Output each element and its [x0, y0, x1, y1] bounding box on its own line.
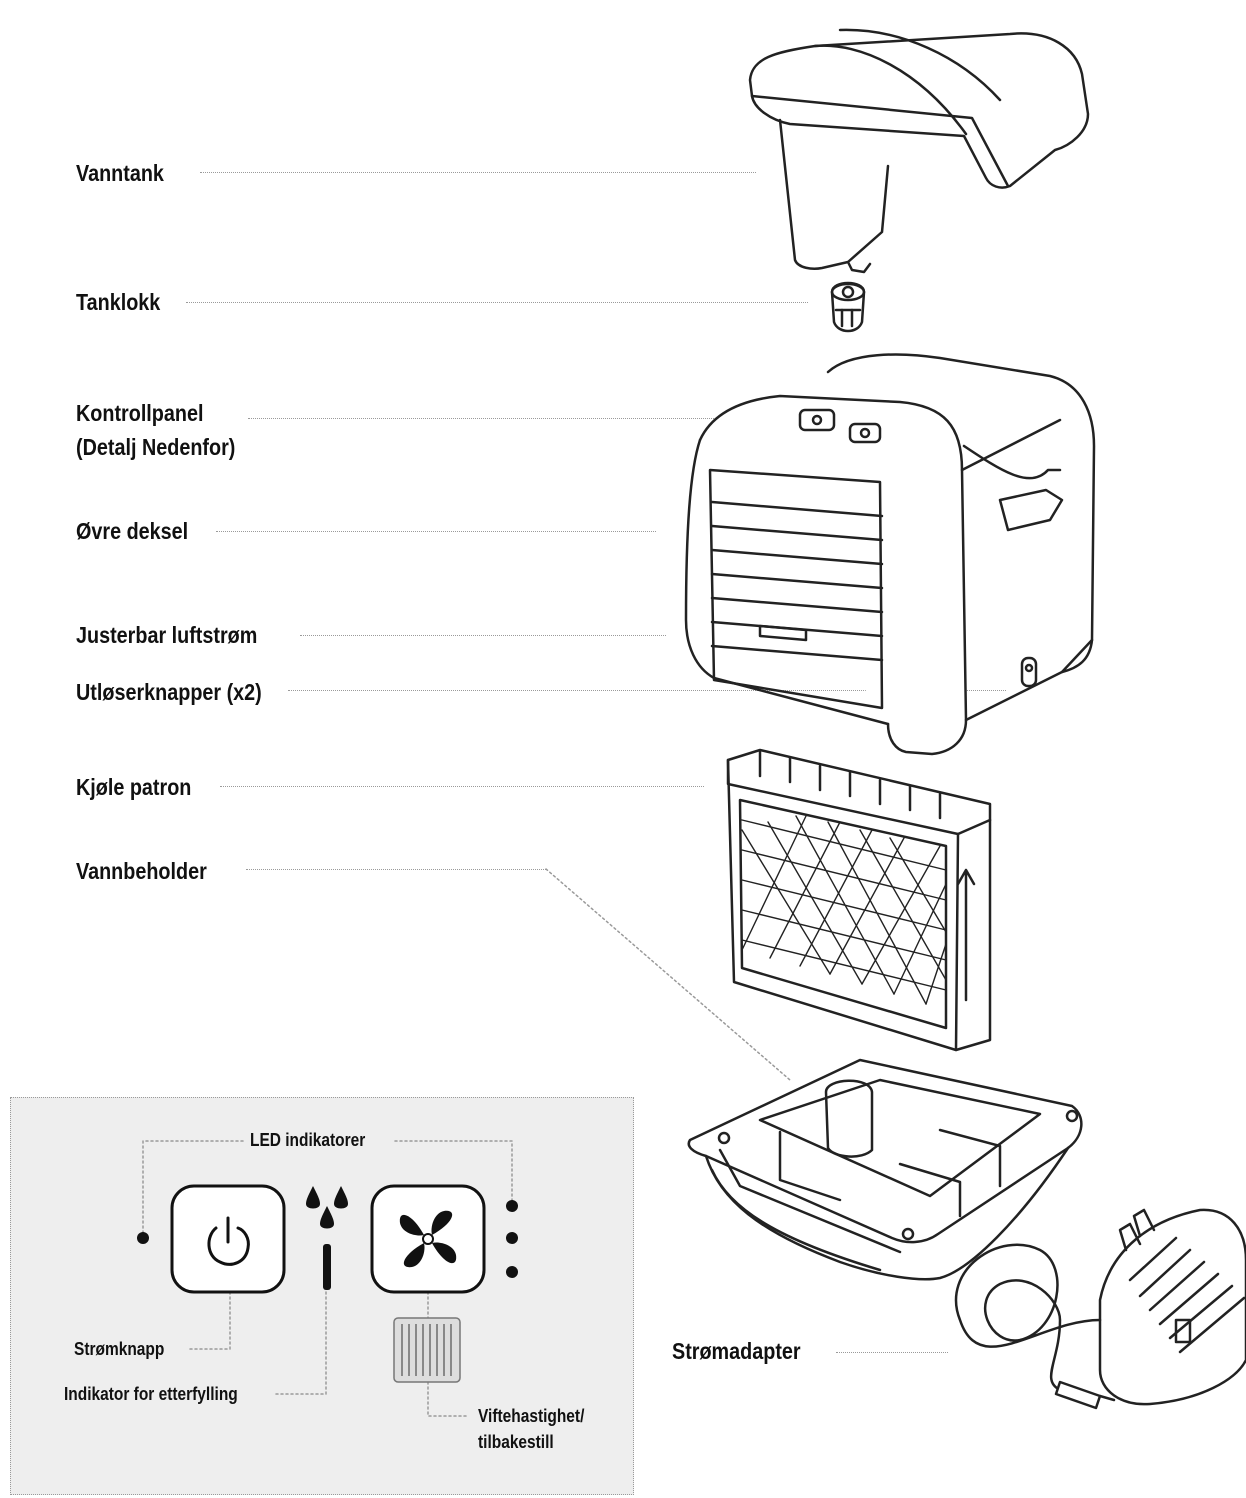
- leader-vanntank: [200, 172, 756, 173]
- leader-vannbeholder: [246, 869, 546, 870]
- label-vanntank: Vanntank: [76, 160, 164, 186]
- label-kontrollpanel-detail: (Detalj Nedenfor): [76, 434, 236, 460]
- label-tanklokk: Tanklokk: [76, 289, 161, 315]
- detail-icons: [137, 1184, 518, 1383]
- water-tank-illustration: [748, 28, 1090, 274]
- label-stromknapp: Strømknapp: [74, 1339, 165, 1359]
- water-reservoir-illustration: [687, 1058, 1083, 1281]
- power-icon: [207, 1216, 250, 1266]
- label-led-indikatorer: LED indikatorer: [250, 1130, 366, 1150]
- leader-ovre-deksel: [216, 531, 656, 532]
- leader-tanklokk: [186, 302, 808, 303]
- main-unit-illustration: [684, 353, 1096, 756]
- control-panel-detail-box: [10, 1097, 634, 1495]
- label-kjole-patron: Kjøle patron: [76, 774, 192, 800]
- power-adapter-illustration: [954, 1208, 1246, 1410]
- leader-justerbar: [300, 635, 666, 636]
- label-utloserknapper: Utløserknapper (x2): [76, 679, 262, 705]
- water-drops-icon: [306, 1186, 348, 1290]
- filter-icon: [393, 1317, 461, 1383]
- label-justerbar-luftstrom: Justerbar luftstrøm: [76, 622, 258, 648]
- cooling-cartridge-illustration: [726, 748, 992, 1052]
- label-kontrollpanel: Kontrollpanel: [76, 400, 204, 426]
- fan-icon: [399, 1210, 457, 1268]
- detail-leaders: [142, 1140, 513, 1417]
- label-ovre-deksel: Øvre deksel: [76, 518, 189, 544]
- leader-kontrollpanel: [248, 418, 804, 419]
- label-tilbakestill: tilbakestill: [478, 1432, 554, 1452]
- label-vannbeholder: Vannbeholder: [76, 858, 207, 884]
- label-viftehastighet: Viftehastighet/: [478, 1406, 585, 1426]
- label-stromadapter: Strømadapter: [672, 1338, 801, 1364]
- label-indikator-etterfylling: Indikator for etterfylling: [64, 1384, 238, 1404]
- leader-kjole: [220, 786, 704, 787]
- leader-stromadapter: [836, 1352, 948, 1353]
- tank-lid-illustration: [830, 281, 866, 333]
- leader-utloser: [288, 690, 1006, 691]
